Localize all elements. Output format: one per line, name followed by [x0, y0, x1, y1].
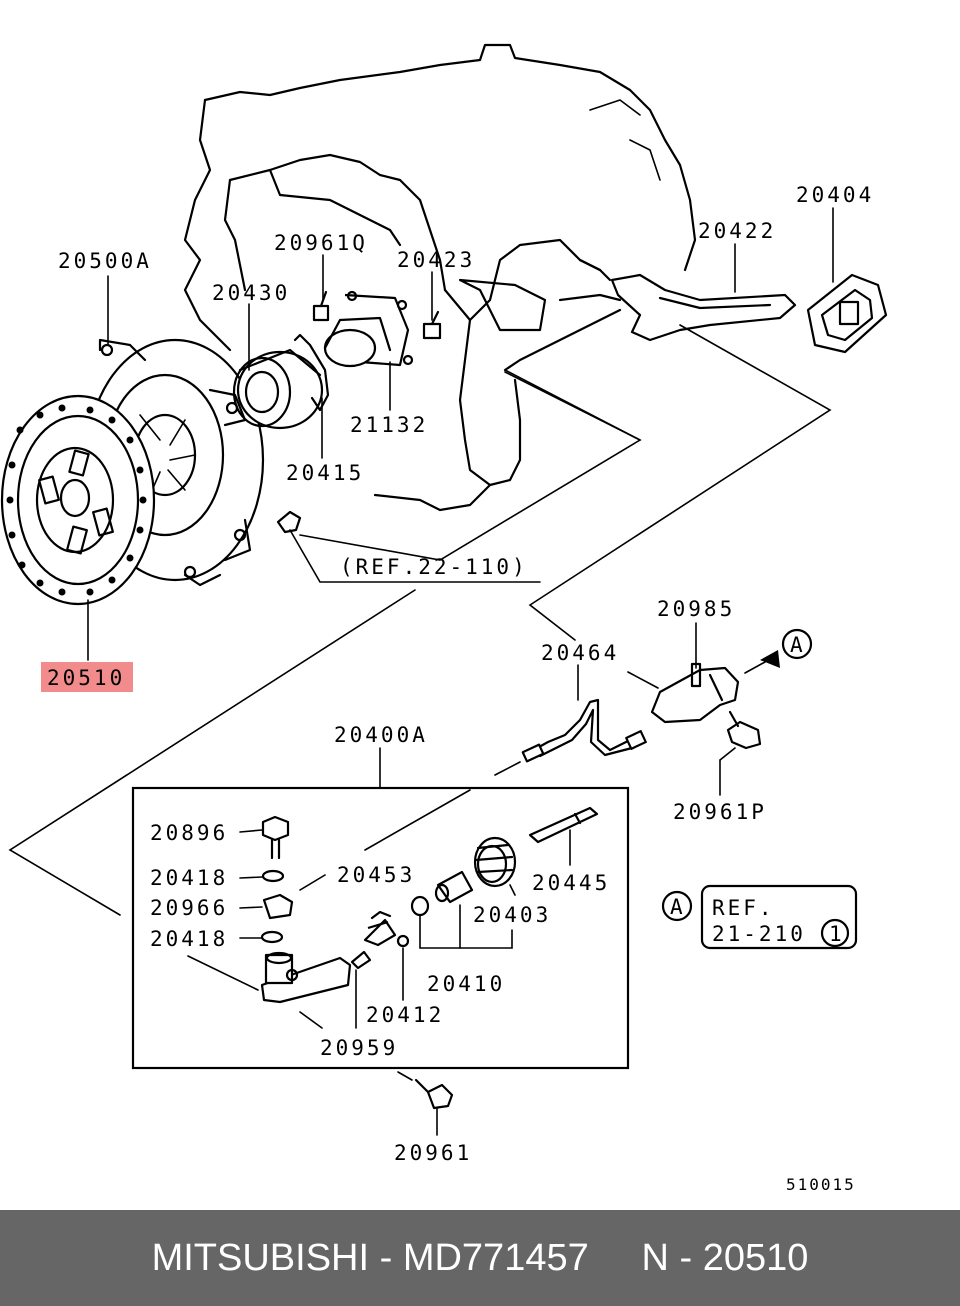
label-20961: 20961: [394, 1141, 472, 1165]
boot-20404: [806, 273, 888, 354]
leader-lines: [8, 324, 832, 916]
footer-part-text: MITSUBISHI - MD771457 N - 20510: [151, 1236, 809, 1279]
marker-a-circle-1: [781, 628, 813, 660]
label-20415: 20415: [286, 461, 364, 485]
clutch-hose: [521, 698, 647, 763]
parts-diagram: 20500A 20510 20430 20961Q 20423 20422 20…: [0, 43, 888, 1194]
seal-20410: [410, 895, 430, 917]
label-20959: 20959: [320, 1036, 398, 1060]
highlight-box: [41, 662, 133, 692]
label-20412: 20412: [366, 1003, 444, 1027]
label-20464: 20464: [541, 641, 619, 665]
slave-cylinder: [260, 951, 352, 1004]
transmission-housing: [183, 43, 697, 512]
label-20961p: 20961P: [673, 800, 767, 824]
bearing-retainer: [323, 290, 414, 368]
union-20966: [262, 893, 294, 920]
ref-part: [276, 510, 302, 534]
bolt-20896: [261, 815, 290, 860]
box-leaders: [187, 829, 571, 1029]
label-20896: 20896: [150, 821, 228, 845]
marker-a-2: A: [670, 895, 683, 919]
clip-20415: [293, 333, 330, 412]
footer-bar: MITSUBISHI - MD771457 N - 20510: [0, 1210, 960, 1306]
ref-21-210-number: 21-210: [712, 922, 806, 946]
washer-20418b: [260, 930, 284, 944]
bolt-20961: [397, 1071, 454, 1136]
label-20404: 20404: [796, 183, 874, 207]
label-20418-b: 20418: [150, 927, 228, 951]
ref-21-210-circle-num: 1: [829, 922, 842, 946]
release-fork: [610, 273, 797, 342]
piston-20403: [436, 870, 474, 904]
ref-21-210-box: [700, 884, 858, 950]
washer-20418a: [261, 869, 285, 883]
label-20418-a: 20418: [150, 866, 228, 890]
label-20453: 20453: [337, 863, 415, 887]
label-20961q: 20961Q: [274, 231, 368, 255]
label-ref-22-110: (REF.22-110): [340, 555, 528, 579]
bolt-20961q: [312, 290, 330, 322]
spring-20412: [396, 934, 410, 948]
clutch-disc: [0, 394, 156, 606]
label-20966: 20966: [150, 896, 228, 920]
bracket-20985: [650, 662, 740, 724]
label-20430: 20430: [212, 281, 290, 305]
label-20445: 20445: [532, 871, 610, 895]
label-20423: 20423: [397, 248, 475, 272]
boot-20453: [363, 918, 397, 947]
ref-21-210-title: REF.: [712, 896, 775, 920]
boot-20445: [473, 836, 517, 888]
bleeder: [350, 950, 372, 970]
label-20410: 20410: [427, 972, 505, 996]
push-rod: [528, 806, 599, 844]
label-20985: 20985: [657, 597, 735, 621]
label-20403: 20403: [473, 903, 551, 927]
label-21132: 21132: [350, 413, 428, 437]
ref-circle: [820, 918, 850, 948]
label-20510: 20510: [47, 666, 125, 690]
bolt-20961p: [726, 710, 762, 750]
bolt-20423: [422, 310, 442, 340]
label-20422: 20422: [698, 219, 776, 243]
label-20500a: 20500A: [58, 249, 152, 273]
release-bearing: [232, 348, 324, 430]
marker-a-circle-2: [661, 890, 693, 922]
outer-leaders: [87, 207, 834, 796]
marker-a-1: A: [790, 633, 803, 657]
diagram-code: 510015: [786, 1175, 856, 1194]
label-20400a: 20400A: [334, 723, 428, 747]
arrow-to-a: [760, 650, 780, 668]
